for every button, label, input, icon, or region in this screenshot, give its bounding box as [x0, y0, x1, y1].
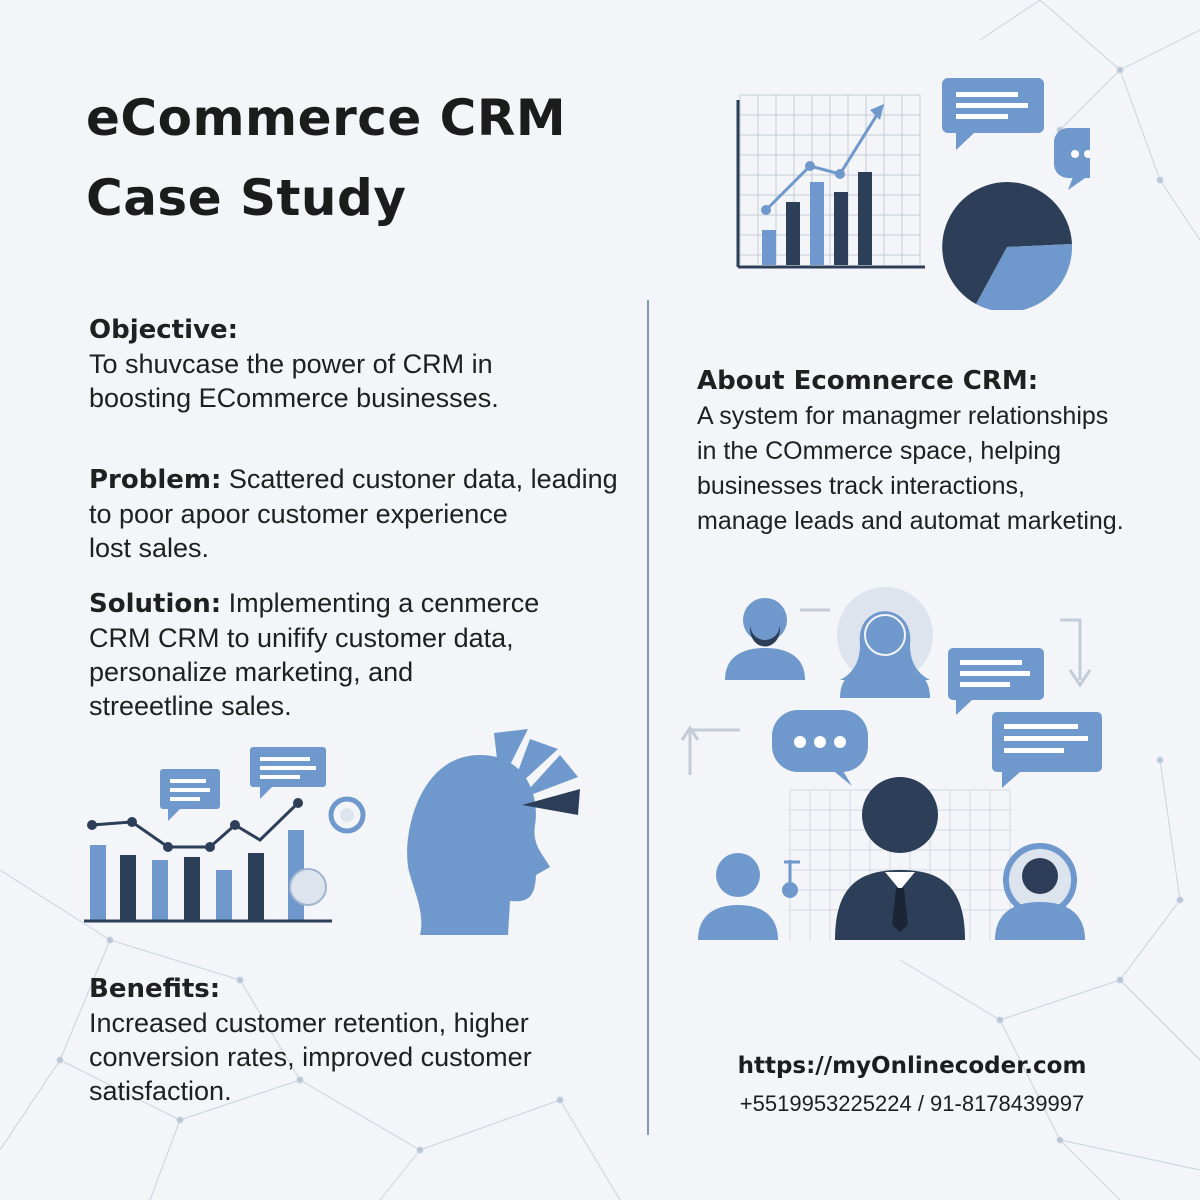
grid-chart-icon	[736, 94, 925, 269]
businessman-icon	[835, 777, 965, 940]
benefits-text-line: conversion rates, improved customer	[89, 1042, 532, 1072]
about-text-line: A system for managmer relationships	[697, 402, 1109, 430]
objective-section: Objective: To shuvcase the power of CRM …	[89, 313, 499, 415]
person-avatar-icon	[995, 843, 1085, 940]
benefits-text-line: satisfaction.	[89, 1076, 232, 1106]
solution-text-line: CRM CRM to unifify customer data,	[89, 623, 514, 653]
solution-text-line: personalize marketing, and	[89, 657, 414, 687]
column-divider	[647, 300, 649, 1135]
solution-text-line: Implementing a cenmerce	[228, 588, 540, 618]
bar-chart-icon	[84, 798, 332, 923]
about-section: About Ecomnerce CRM: A system for managm…	[697, 364, 1124, 539]
target-icon	[328, 796, 366, 834]
problem-text-line: Scattered custoner data, leading	[228, 464, 618, 494]
benefits-text-line: Increased customer retention, higher	[89, 1008, 529, 1038]
chat-dots-icon	[772, 710, 868, 786]
objective-text-line: boosting ECommerce businesses.	[89, 383, 499, 413]
title-line-1: eCommerce CRM	[86, 89, 567, 147]
problem-heading: Problem:	[89, 465, 222, 495]
chat-dots-icon	[1054, 128, 1090, 190]
team-illustration	[680, 587, 1102, 940]
about-text-line: manage leads and automat marketing.	[697, 507, 1124, 535]
speech-bubble-icon	[948, 648, 1044, 715]
about-text-line: businesses track interactions,	[697, 472, 1025, 500]
person-avatar-icon	[837, 587, 933, 698]
solution-section: Solution: Implementing a cenmerce CRM CR…	[89, 586, 539, 723]
head-profile-icon	[407, 729, 580, 935]
speech-bubble-icon	[250, 747, 326, 799]
analytics-illustration	[736, 78, 1090, 310]
pie-chart-icon	[942, 181, 1073, 310]
problem-text-line: to poor apoor customer experience	[89, 499, 508, 529]
solution-heading: Solution:	[89, 589, 222, 619]
speech-bubble-icon	[992, 712, 1102, 788]
person-avatar-icon	[725, 598, 805, 680]
page-title: eCommerce CRM Case Study	[86, 78, 646, 238]
objective-text-line: To shuvcase the power of CRM in	[89, 349, 493, 379]
speech-bubble-icon	[160, 769, 220, 821]
benefits-section: Benefits: Increased customer retention, …	[89, 972, 532, 1108]
phone-numbers: +5519953225224 / 91-8178439997	[739, 1091, 1085, 1116]
about-text-line: in the COmmerce space, helping	[697, 437, 1062, 465]
about-heading: About Ecomnerce CRM:	[697, 366, 1039, 396]
solution-text-line: streeetline sales.	[89, 691, 292, 721]
benefits-heading: Benefits:	[89, 974, 221, 1004]
insights-illustration	[84, 729, 580, 935]
title-line-2: Case Study	[86, 169, 407, 227]
speech-bubble-icon	[942, 78, 1044, 150]
objective-heading: Objective:	[89, 315, 238, 345]
problem-text-line: lost sales.	[89, 533, 210, 563]
website-url[interactable]: https://myOnlinecoder.com	[737, 1053, 1087, 1079]
person-avatar-icon	[698, 853, 800, 940]
problem-section: Problem: Scattered custoner data, leadin…	[89, 462, 618, 565]
